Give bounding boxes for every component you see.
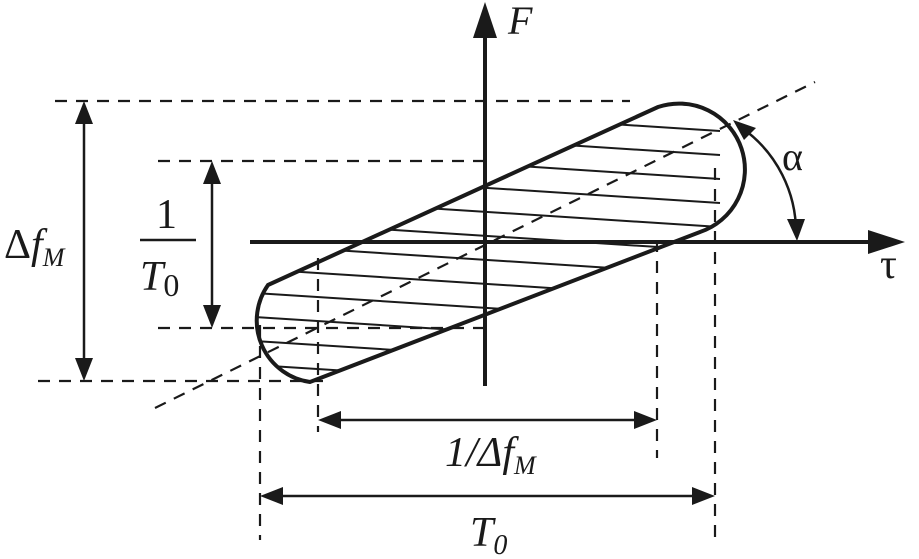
alpha-label: α [782,134,803,179]
f-axis-label: F [507,0,533,43]
outer-width-label: T0 [470,510,507,559]
inner-width-prefix: 1/Δ [445,430,502,476]
dimension-arrows [75,101,715,505]
f-axis-arrow [473,2,497,38]
ellipse-hatching [256,103,721,382]
one-over-t0-den-t: T [140,254,166,300]
one-over-t0-numerator: 1 [156,192,177,238]
delta-fm-arrow-top [75,101,93,124]
ambiguity-ellipse [254,101,747,385]
inner-width-label: 1/ΔfM [445,430,537,480]
axes [250,2,905,386]
tau-axis-arrow [868,230,905,254]
inner-width-arrow-left [318,411,341,429]
alpha-arc-arrow-top [733,120,756,140]
one-over-t0-arrow-bottom [203,305,221,328]
inner-width-arrow-right [634,411,657,429]
outer-width-arrow-left [260,487,283,505]
tau-axis-label: τ [880,242,897,288]
one-over-t0-denominator: T0 [140,254,179,303]
delta-fm-arrow-bottom [75,358,93,381]
inner-width-sub: M [513,451,537,480]
alpha-arc-arrow-bottom [787,219,805,241]
one-over-t0-den-sub: 0 [163,267,179,303]
dashed-guides [38,81,816,540]
outer-width-sub: 0 [493,530,507,559]
delta-fm-delta: Δ [4,222,31,268]
delta-fm-sub: M [42,243,66,272]
delta-fm-label: ΔfM [4,222,66,272]
outer-width-arrow-right [692,487,715,505]
one-over-t0-arrow-top [203,161,221,184]
outer-width-t: T [470,510,496,556]
